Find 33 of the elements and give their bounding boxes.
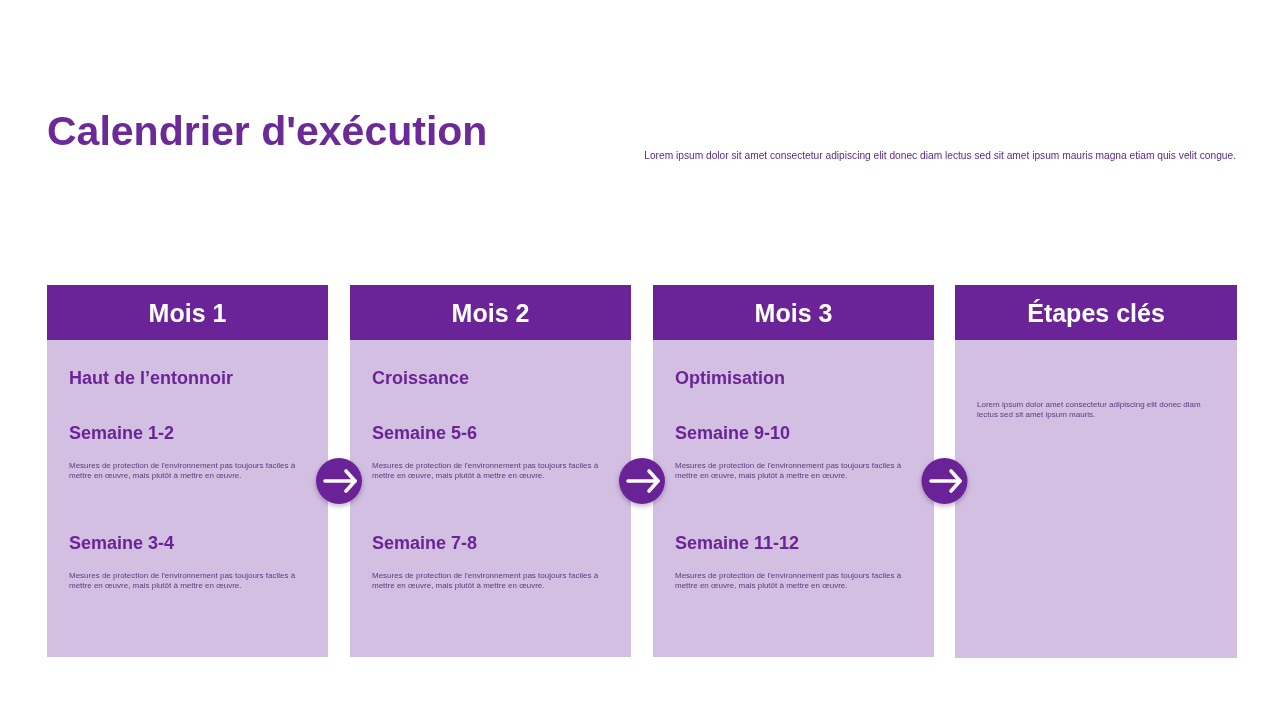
week-heading: Semaine 3-4 — [69, 532, 175, 554]
description-text: Mesures de protection de l'environnement pas toujours faciles à mettre en œuvre, mais plutôt à mettre en œuvre. — [675, 571, 903, 591]
description-text: Mesures de protection de l'environnement pas toujours faciles à mettre en œuvre, mais plutôt à mettre en œuvre. — [69, 571, 297, 591]
header-band — [955, 285, 1237, 340]
section-title: Optimisation — [675, 367, 785, 389]
title: Calendrier d'exécution — [47, 107, 488, 156]
subtitle-text: Lorem ipsum dolor sit amet consectetur adipiscing elit donec diam lectus sed sit amet ipsum mauris magna etiam quis velit congue. — [644, 149, 1236, 162]
header-band — [47, 285, 328, 340]
description-text: Mesures de protection de l'environnement pas toujours faciles à mettre en œuvre, mais plutôt à mettre en œuvre. — [675, 461, 903, 481]
timeline-column — [350, 285, 631, 657]
section-title: Haut de l’entonnoir — [69, 367, 233, 389]
week-heading: Semaine 5-6 — [372, 422, 478, 444]
week-heading: Semaine 1-2 — [69, 422, 175, 444]
description-text: Mesures de protection de l'environnement pas toujours faciles à mettre en œuvre, mais plutôt à mettre en œuvre. — [372, 571, 600, 591]
section-title: Croissance — [372, 367, 470, 389]
timeline-column — [955, 285, 1237, 658]
column-heading: Mois 2 — [451, 297, 530, 328]
description-text: Mesures de protection de l'environnement pas toujours faciles à mettre en œuvre, mais plutôt à mettre en œuvre. — [69, 461, 297, 481]
arrow — [626, 469, 660, 493]
arrow — [323, 469, 357, 493]
arrow — [929, 469, 962, 493]
header-band — [350, 285, 631, 340]
header-band — [653, 285, 934, 340]
description-text: Lorem ipsum dolor amet consectetur adipiscing elit donec diam lectus sed sit amet ipsum mauris. — [977, 400, 1202, 420]
week-heading: Semaine 9-10 — [675, 422, 791, 444]
column-heading: Étapes clés — [1027, 297, 1165, 328]
timeline-column — [653, 285, 934, 657]
week-heading: Semaine 11-12 — [675, 532, 800, 554]
column-heading: Mois 1 — [148, 297, 227, 328]
column-heading: Mois 3 — [754, 297, 833, 328]
description-text: Mesures de protection de l'environnement pas toujours faciles à mettre en œuvre, mais plutôt à mettre en œuvre. — [372, 461, 600, 481]
timeline-column — [47, 285, 328, 657]
week-heading: Semaine 7-8 — [372, 532, 478, 554]
